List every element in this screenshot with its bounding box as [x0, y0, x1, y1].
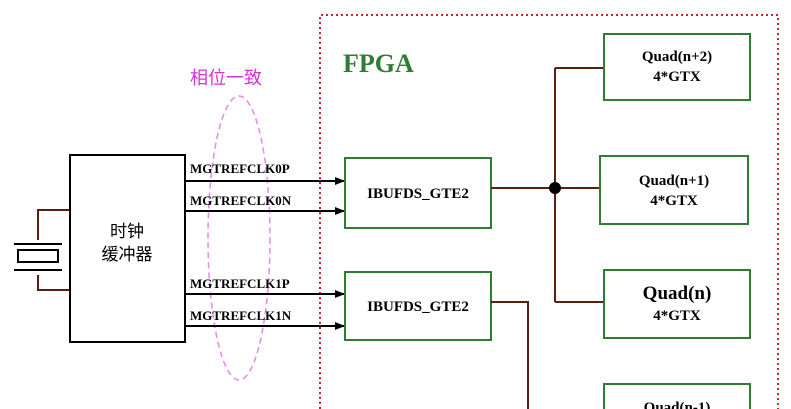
quad-n-plus-2-box	[603, 33, 751, 101]
ibufds-bottom-label: IBUFDS_GTE2	[367, 299, 469, 315]
bottom-distribution-wire	[491, 301, 529, 409]
quad-n-plus-2-name: Quad(n+2)	[642, 49, 712, 65]
quad-n-minus-1-name: Quad(n-1)	[644, 400, 711, 409]
ibufds-top-label: IBUFDS_GTE2	[367, 186, 469, 202]
clock-buffer-label-line1: 时钟	[110, 222, 144, 242]
quad-n-box	[603, 269, 751, 339]
phase-aligned-label: 相位一致	[190, 68, 262, 89]
phase-aligned-ellipse	[207, 95, 271, 381]
ibufds-bottom-box	[344, 271, 492, 341]
quad-n-plus-1-gtx: 4*GTX	[650, 193, 698, 209]
junction-dot	[549, 182, 561, 194]
quad-n-gtx: 4*GTX	[653, 308, 701, 324]
clock-buffer-label-line2: 缓冲器	[102, 245, 153, 265]
signal-label-clk1n: MGTREFCLK1N	[190, 308, 292, 323]
signal-label-clk0p: MGTREFCLK0P	[190, 161, 290, 176]
quad-n-plus-2-gtx: 4*GTX	[653, 69, 701, 85]
quad-n-minus-1-box	[603, 383, 751, 409]
ibufds-top-box	[344, 157, 492, 229]
fpga-label: FPGA	[343, 49, 414, 78]
signal-label-clk0n: MGTREFCLK0N	[190, 193, 292, 208]
top-distribution-wires	[491, 67, 604, 303]
quad-n-name: Quad(n)	[643, 283, 712, 304]
clock-buffer-box	[69, 154, 186, 343]
signal-label-clk1p: MGTREFCLK1P	[190, 276, 290, 291]
quad-n-plus-1-name: Quad(n+1)	[639, 173, 709, 189]
crystal-oscillator	[14, 209, 70, 291]
quad-n-plus-1-box	[599, 155, 749, 225]
